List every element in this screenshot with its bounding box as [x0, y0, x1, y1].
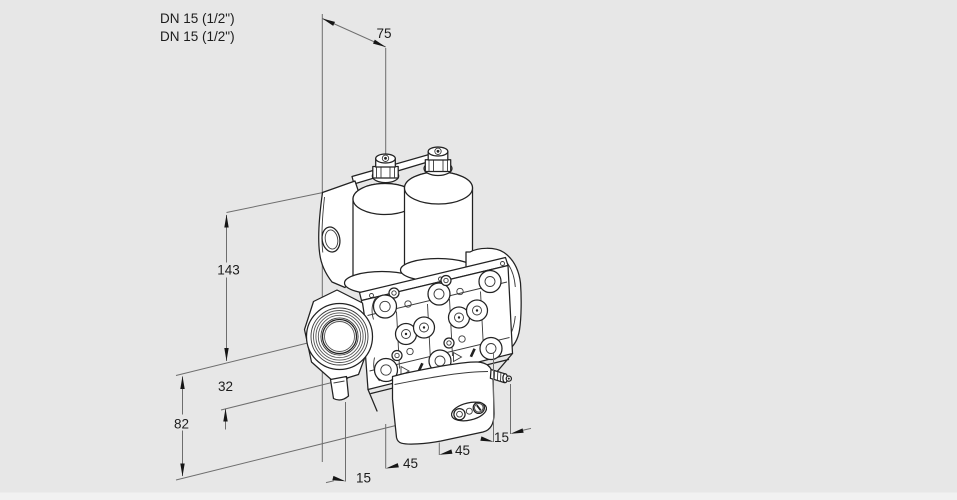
connection-size-label-top: DN 15 (1/2")	[160, 11, 235, 26]
dim-label-15-left: 15	[356, 471, 371, 486]
labels: DN 15 (1/2") DN 15 (1/2") 75 143 32 82 1…	[160, 11, 509, 486]
threaded-port	[321, 318, 358, 355]
solenoid-left-adjust-knob	[372, 153, 399, 179]
dim-label-45-right: 45	[455, 443, 470, 458]
solenoid-right-adjust-knob	[424, 146, 452, 173]
solenoid-left	[352, 153, 418, 285]
inlet-flange-left	[303, 289, 399, 401]
dim-label-15-right: 15	[494, 430, 509, 445]
valve-body	[358, 256, 514, 412]
pressure-tap-bosses	[394, 299, 489, 346]
small-screws	[388, 274, 466, 362]
dimension-lines-front	[325, 352, 532, 484]
valve-illustration	[303, 146, 522, 445]
pressure-switch-block	[391, 361, 513, 445]
test-nipple	[489, 368, 513, 384]
dim-label-82: 82	[174, 417, 189, 432]
solenoid-right	[403, 146, 474, 273]
dim-label-143: 143	[217, 263, 240, 278]
flange-tab	[329, 375, 350, 401]
connection-size-label-bottom: DN 15 (1/2")	[160, 29, 235, 44]
mounting-bracket	[318, 180, 359, 289]
dim-label-75: 75	[376, 26, 391, 41]
dim-label-32: 32	[218, 379, 233, 394]
dimension-arrowheads	[180, 18, 524, 482]
bottom-strip	[0, 492, 957, 500]
dim-label-45-left: 45	[403, 456, 418, 471]
